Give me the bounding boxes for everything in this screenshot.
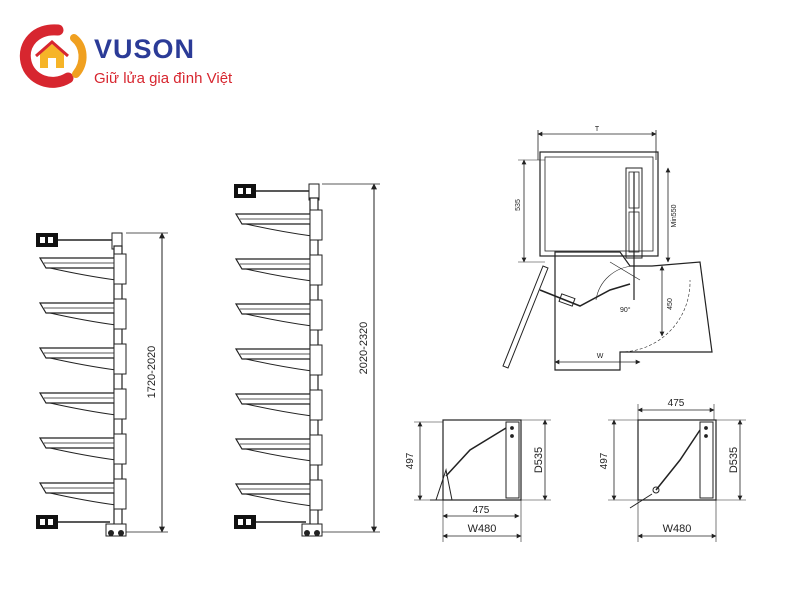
rack-tall: 2020-2320 (234, 183, 380, 537)
brand-logo: VUSON Giữ lửa gia đình Việt (18, 24, 258, 94)
shelf-basket (38, 298, 127, 330)
vuson-logo-icon (19, 24, 87, 88)
plan-view: T 535 Min550 90° 450 W (502, 126, 713, 371)
front-left-width-label: W480 (468, 523, 497, 535)
shelf-basket (234, 389, 323, 421)
shelf-basket (38, 253, 127, 285)
plan-lower-right-label: 450 (667, 298, 674, 310)
plan-bottom-label: W (597, 353, 604, 360)
front-left-depth-label: D535 (533, 447, 545, 473)
front-view-right: 475 497 D535 W480 (599, 398, 746, 542)
front-right-height-label: 497 (599, 452, 610, 469)
top-mount-bracket-icon (36, 232, 123, 250)
shelf-basket (38, 388, 127, 420)
shelf-basket (38, 478, 127, 510)
plan-top-label: T (595, 126, 600, 133)
shelf-basket (38, 343, 127, 375)
shelf-basket (234, 479, 323, 511)
plan-right-label: Min550 (671, 204, 678, 227)
brand-name: VUSON (94, 34, 196, 64)
front-right-top-width-label: 475 (668, 398, 685, 409)
shelf-basket (234, 434, 323, 466)
shelf-basket (234, 209, 323, 241)
brand-tagline: Giữ lửa gia đình Việt (94, 70, 233, 87)
shelf-basket (234, 299, 323, 331)
top-mount-bracket-icon (234, 183, 320, 201)
rack-short: 1720-2020 (36, 232, 168, 537)
front-view-left: 497 D535 475 W480 (405, 419, 551, 542)
plan-angle-label: 90° (620, 306, 631, 314)
front-right-depth-label: D535 (728, 447, 740, 473)
front-left-inner-width-label: 475 (473, 505, 490, 516)
shelf-basket (38, 433, 127, 465)
rack-tall-height-label: 2020-2320 (358, 322, 370, 375)
front-left-height-label: 497 (405, 452, 416, 469)
shelf-basket (234, 344, 323, 376)
bottom-mount-bracket-icon (234, 515, 323, 537)
shelf-basket (234, 254, 323, 286)
plan-left-label: 535 (515, 199, 522, 211)
bottom-mount-bracket-icon (36, 515, 127, 537)
front-right-width-label: W480 (663, 523, 692, 535)
rack-short-height-label: 1720-2020 (146, 346, 158, 399)
